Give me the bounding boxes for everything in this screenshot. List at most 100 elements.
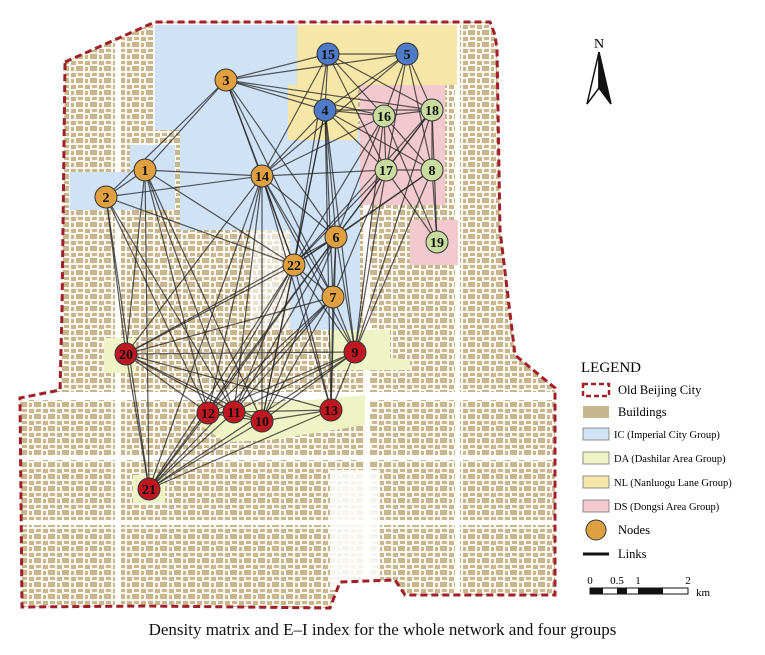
node-label-9: 9 bbox=[352, 346, 359, 361]
link-7-20 bbox=[125, 296, 334, 355]
node-20: 20 bbox=[114, 342, 138, 366]
link-14-9 bbox=[261, 175, 356, 353]
node-label-21: 21 bbox=[142, 483, 156, 498]
link-7-13 bbox=[330, 296, 334, 411]
link-3-4 bbox=[225, 79, 326, 111]
node-label-13: 13 bbox=[324, 404, 338, 419]
link-10-13 bbox=[261, 409, 332, 422]
link-22-11 bbox=[233, 264, 295, 413]
link-2-11 bbox=[105, 196, 235, 413]
legend-label-4: NL (Nanluogu Lane Group) bbox=[614, 478, 732, 489]
link-4-17 bbox=[324, 109, 387, 171]
link-2-14 bbox=[105, 175, 263, 198]
link-15-14 bbox=[261, 53, 329, 177]
link-6-21 bbox=[148, 236, 337, 490]
link-14-20 bbox=[125, 175, 263, 355]
node-circle-3 bbox=[214, 68, 238, 92]
link-16-9 bbox=[354, 115, 385, 353]
node-13: 13 bbox=[319, 398, 343, 422]
link-3-2 bbox=[105, 79, 227, 198]
legend-swatch-1 bbox=[583, 406, 609, 418]
node-circle-18 bbox=[420, 98, 444, 122]
node-circle-2 bbox=[94, 185, 118, 209]
link-14-12 bbox=[207, 175, 263, 414]
link-15-22 bbox=[293, 53, 329, 266]
link-14-7 bbox=[261, 175, 334, 298]
legend-swatch-5 bbox=[582, 499, 610, 513]
node-circle-11 bbox=[222, 400, 246, 424]
node-circle-9 bbox=[343, 340, 367, 364]
node-circle-10 bbox=[250, 409, 274, 433]
link-6-9 bbox=[335, 236, 356, 353]
node-9: 9 bbox=[343, 340, 367, 364]
node-circle-16 bbox=[372, 104, 396, 128]
node-11: 11 bbox=[222, 400, 246, 424]
legend-label-6: Nodes bbox=[618, 523, 650, 537]
node-3: 3 bbox=[214, 68, 238, 92]
node-7: 7 bbox=[321, 285, 345, 309]
scale-tick-0: 0 bbox=[587, 575, 593, 587]
link-21-13 bbox=[148, 409, 332, 490]
legend-label-7: Links bbox=[618, 547, 647, 561]
legend-label-1: Buildings bbox=[618, 405, 667, 419]
legend-swatch-4 bbox=[582, 475, 610, 489]
link-7-11 bbox=[233, 296, 334, 413]
link-1-22 bbox=[144, 169, 295, 266]
link-20-9 bbox=[125, 351, 356, 355]
scale-tick-1: 1 bbox=[635, 575, 641, 587]
link-20-12 bbox=[125, 353, 209, 414]
node-14: 14 bbox=[250, 164, 274, 188]
link-14-22 bbox=[261, 175, 295, 266]
legend-label-5: DS (Dongsi Area Group) bbox=[614, 502, 720, 513]
link-22-12 bbox=[207, 264, 295, 414]
node-label-16: 16 bbox=[377, 110, 391, 125]
link-20-21 bbox=[125, 353, 150, 490]
node-8: 8 bbox=[420, 158, 444, 182]
node-19: 19 bbox=[425, 230, 449, 254]
node-label-18: 18 bbox=[425, 104, 439, 119]
link-17-19 bbox=[385, 169, 438, 243]
node-22: 22 bbox=[282, 253, 306, 277]
old-beijing-city-boundary bbox=[18, 20, 557, 610]
link-15-16 bbox=[327, 53, 385, 117]
node-label-17: 17 bbox=[379, 164, 393, 179]
node-circle-7 bbox=[321, 285, 345, 309]
node-label-4: 4 bbox=[322, 104, 329, 119]
scale-unit: km bbox=[696, 587, 711, 599]
node-21: 21 bbox=[137, 477, 161, 501]
node-17: 17 bbox=[374, 158, 398, 182]
node-5: 5 bbox=[395, 42, 419, 66]
link-2-22 bbox=[105, 196, 295, 266]
node-circle-14 bbox=[250, 164, 274, 188]
link-7-21 bbox=[148, 296, 334, 490]
legend-item-5: DS (Dongsi Area Group) bbox=[582, 499, 720, 513]
figure-caption: Density matrix and E–I index for the who… bbox=[148, 620, 617, 639]
node-10: 10 bbox=[250, 409, 274, 433]
legend-label-3: DA (Dashilar Area Group) bbox=[614, 454, 726, 465]
link-4-13 bbox=[324, 109, 332, 411]
node-label-14: 14 bbox=[255, 170, 269, 185]
link-1-21 bbox=[144, 169, 150, 490]
node-12: 12 bbox=[196, 401, 220, 425]
link-4-14 bbox=[261, 109, 326, 177]
link-1-10 bbox=[144, 169, 263, 422]
link-1-20 bbox=[125, 169, 146, 355]
node-16: 16 bbox=[372, 104, 396, 128]
link-4-6 bbox=[324, 109, 337, 238]
node-label-11: 11 bbox=[227, 406, 240, 421]
link-18-22 bbox=[293, 109, 433, 266]
link-4-8 bbox=[324, 109, 433, 171]
legend-item-1: Buildings bbox=[583, 405, 667, 419]
node-circle-13 bbox=[319, 398, 343, 422]
node-circle-5 bbox=[395, 42, 419, 66]
legend-item-0: Old Beijing City bbox=[581, 382, 702, 398]
node-circle-20 bbox=[114, 342, 138, 366]
link-16-6 bbox=[335, 115, 385, 238]
legend-item-7: Links bbox=[583, 547, 647, 561]
legend-swatch-6 bbox=[585, 519, 607, 541]
legend-swatch-3 bbox=[582, 451, 610, 465]
link-3-5 bbox=[225, 53, 408, 81]
scale-tick-2: 2 bbox=[685, 575, 691, 587]
